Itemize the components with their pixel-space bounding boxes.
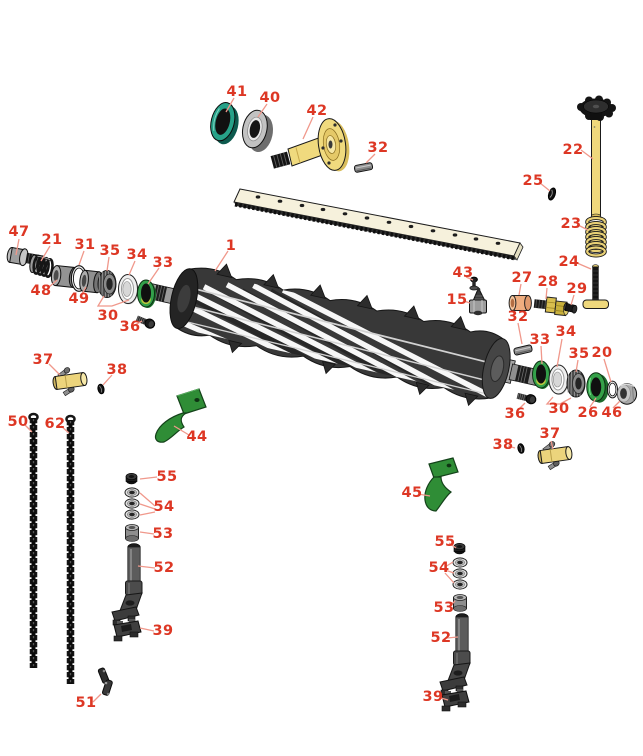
part-label-40: 40	[260, 90, 281, 106]
hex-nut-46	[616, 383, 638, 405]
part-label-35-left: 35	[100, 243, 121, 259]
part-label-37-right: 37	[540, 426, 561, 442]
bearing-cone-35-left	[97, 270, 117, 298]
part-label-51: 51	[76, 695, 97, 711]
clip-38-left	[96, 383, 106, 395]
part-label-21: 21	[42, 232, 63, 248]
part-label-38-left: 38	[107, 362, 128, 378]
hub-bolt-holes	[321, 123, 343, 165]
part-label-27: 27	[512, 270, 533, 286]
part-label-36-right: 36	[505, 406, 526, 422]
preload-spring-21	[29, 254, 54, 279]
part-label-39-left: 39	[153, 623, 174, 639]
hex-bolt-36-right	[515, 390, 538, 406]
reel-spider-fins-top	[216, 263, 467, 331]
reel-hub-left	[177, 284, 191, 313]
master-link-51	[97, 667, 113, 696]
part-label-24: 24	[559, 254, 580, 270]
chain-62	[65, 414, 76, 684]
woodruff-key-32-top	[353, 161, 374, 174]
reel-hub-right	[490, 355, 505, 382]
part-label-34-right: 34	[556, 324, 577, 340]
part-label-30-right: 30	[549, 401, 570, 417]
stub-shaft-42	[270, 118, 350, 172]
part-label-42: 42	[307, 103, 328, 119]
part-label-33-right: 33	[530, 332, 551, 348]
part-label-45: 45	[402, 485, 423, 501]
part-label-50: 50	[8, 414, 29, 430]
part-label-47: 47	[9, 224, 30, 240]
deflector-bracket-45	[424, 457, 459, 512]
part-label-55-right: 55	[435, 534, 456, 550]
part-label-43: 43	[453, 265, 474, 281]
part-label-53-right: 53	[434, 600, 455, 616]
bearing-race-34-right	[548, 364, 570, 396]
part-label-31: 31	[75, 237, 96, 253]
reel-spider-fins-bottom	[228, 339, 479, 407]
snap-ring-20	[607, 380, 618, 399]
bedknife-bar	[233, 188, 524, 261]
chain-50	[28, 412, 39, 668]
part-label-20: 20	[592, 345, 613, 361]
ball-bearing-40	[241, 109, 273, 153]
tensioner-37-right	[535, 437, 575, 473]
grease-seal-41	[210, 102, 239, 145]
part-label-41: 41	[227, 84, 248, 100]
part-label-36-left: 36	[120, 319, 141, 335]
part-label-55-left: 55	[157, 469, 178, 485]
part-label-25: 25	[523, 173, 544, 189]
copper-bushing-27	[508, 295, 532, 311]
part-label-52-left: 52	[154, 560, 175, 576]
part-label-37-left: 37	[33, 352, 54, 368]
part-label-53-left: 53	[153, 526, 174, 542]
t-bolt-24	[582, 264, 609, 309]
deflector-bracket-44	[154, 388, 207, 443]
part-labels: 1 41 40 42 32 22 25 23 24 47 21 31 35 34…	[8, 84, 623, 711]
compression-spring-23	[585, 216, 607, 258]
hardware-stack-left	[112, 473, 142, 641]
part-label-28: 28	[538, 274, 559, 290]
part-label-1: 1	[226, 238, 237, 254]
reel-helical-blades	[178, 282, 498, 398]
reel-cylinder	[144, 263, 542, 407]
bearing-seal-33-right	[532, 360, 552, 390]
part-label-35-right: 35	[569, 346, 590, 362]
part-label-49: 49	[69, 291, 90, 307]
part-label-52-right: 52	[431, 630, 452, 646]
part-label-38-right: 38	[493, 437, 514, 453]
leader-lines	[15, 97, 621, 703]
part-label-34-left: 34	[127, 247, 148, 263]
part-label-54-left: 54	[154, 499, 175, 515]
bedknife-screw-holes	[255, 195, 501, 245]
part-label-54-right: 54	[429, 560, 450, 576]
bearing-cone-35-right	[566, 369, 586, 398]
clip-38-right	[516, 442, 526, 455]
roll-pin-25	[547, 187, 557, 201]
adjuster-knob	[577, 95, 616, 121]
part-label-44: 44	[187, 429, 208, 445]
part-label-39-right: 39	[423, 689, 444, 705]
part-label-22: 22	[563, 142, 584, 158]
reel-blade-rods	[181, 286, 495, 395]
part-label-26: 26	[578, 405, 599, 421]
part-label-32-top: 32	[368, 140, 389, 156]
part-label-62: 62	[45, 416, 66, 432]
screw-29	[563, 303, 578, 314]
brass-fitting-28	[533, 296, 570, 317]
part-label-46: 46	[602, 405, 623, 421]
part-label-33-left: 33	[153, 255, 174, 271]
flanged-seal-26	[586, 372, 609, 403]
height-adjuster-rod-22	[577, 95, 616, 219]
part-label-15: 15	[447, 292, 468, 308]
tensioner-37-left	[50, 363, 90, 399]
part-label-23: 23	[561, 216, 582, 232]
part-label-32-right: 32	[508, 309, 529, 325]
part-label-48: 48	[31, 283, 52, 299]
part-label-30-left: 30	[98, 308, 119, 324]
part-label-29: 29	[567, 281, 588, 297]
grease-fitting-15	[469, 286, 487, 316]
